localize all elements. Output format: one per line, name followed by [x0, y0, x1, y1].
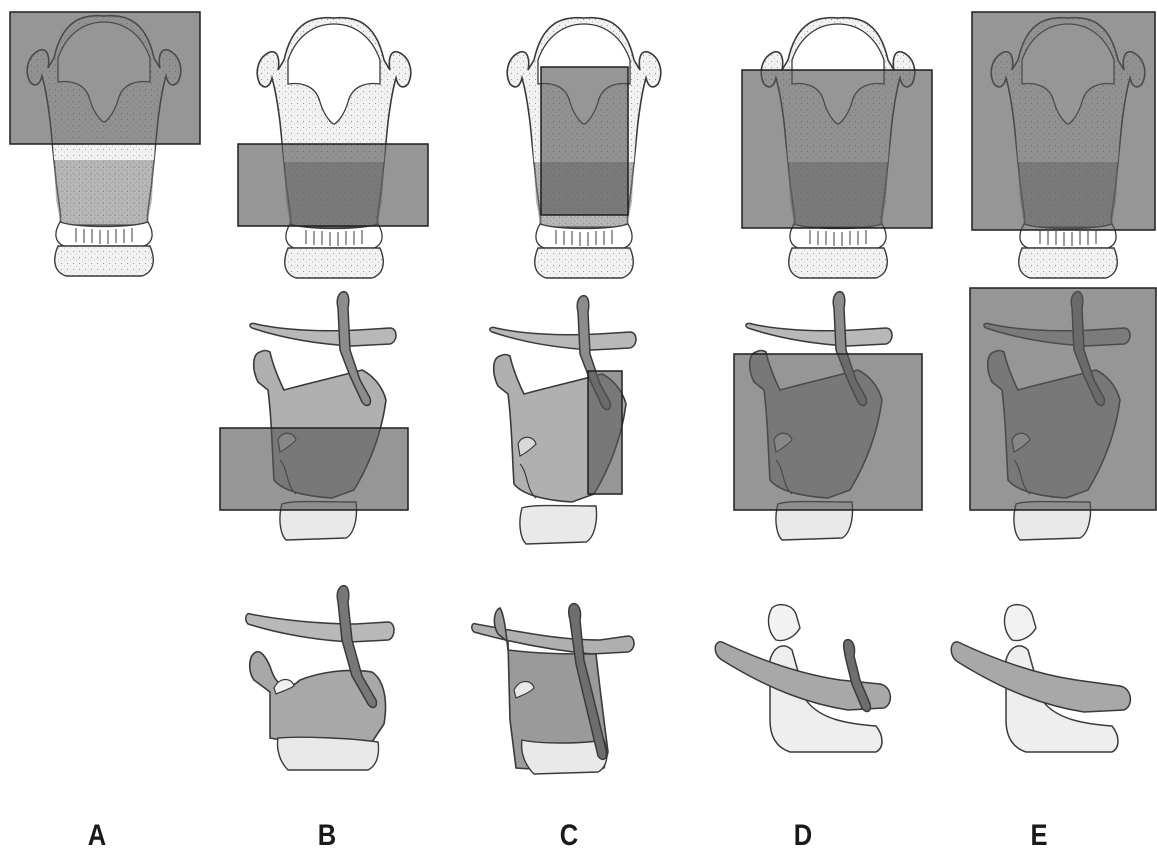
resection-box-e-front: [972, 12, 1155, 230]
column-d-front-view: [742, 18, 932, 278]
column-label-a: A: [72, 820, 123, 852]
resection-box-c-side: [588, 371, 622, 494]
column-d-result-view: [715, 605, 890, 752]
resection-box-e-side: [970, 288, 1156, 510]
column-b-result-view: [246, 586, 394, 770]
column-b-front-view: [238, 18, 428, 278]
column-e-front-view: [972, 12, 1155, 278]
column-a-front-view: [10, 12, 200, 276]
column-e-side-view: [970, 288, 1156, 540]
column-c-result-view: [472, 604, 634, 774]
resection-box-d-side: [734, 354, 922, 510]
resection-box-b-side: [220, 428, 408, 510]
resection-box-d-front: [742, 70, 932, 228]
column-b-side-view: [220, 292, 408, 540]
column-label-d: D: [778, 820, 829, 852]
column-d-side-view: [734, 292, 922, 540]
resection-box-b-front: [238, 144, 428, 226]
column-c-side-view: [490, 296, 636, 544]
resection-box-c-front: [541, 67, 628, 215]
column-c-front-view: [507, 18, 661, 278]
column-e-result-view: [951, 605, 1130, 752]
resection-box-a: [10, 12, 200, 144]
column-label-c: C: [544, 820, 595, 852]
column-label-b: B: [302, 820, 353, 852]
column-label-e: E: [1014, 820, 1065, 852]
